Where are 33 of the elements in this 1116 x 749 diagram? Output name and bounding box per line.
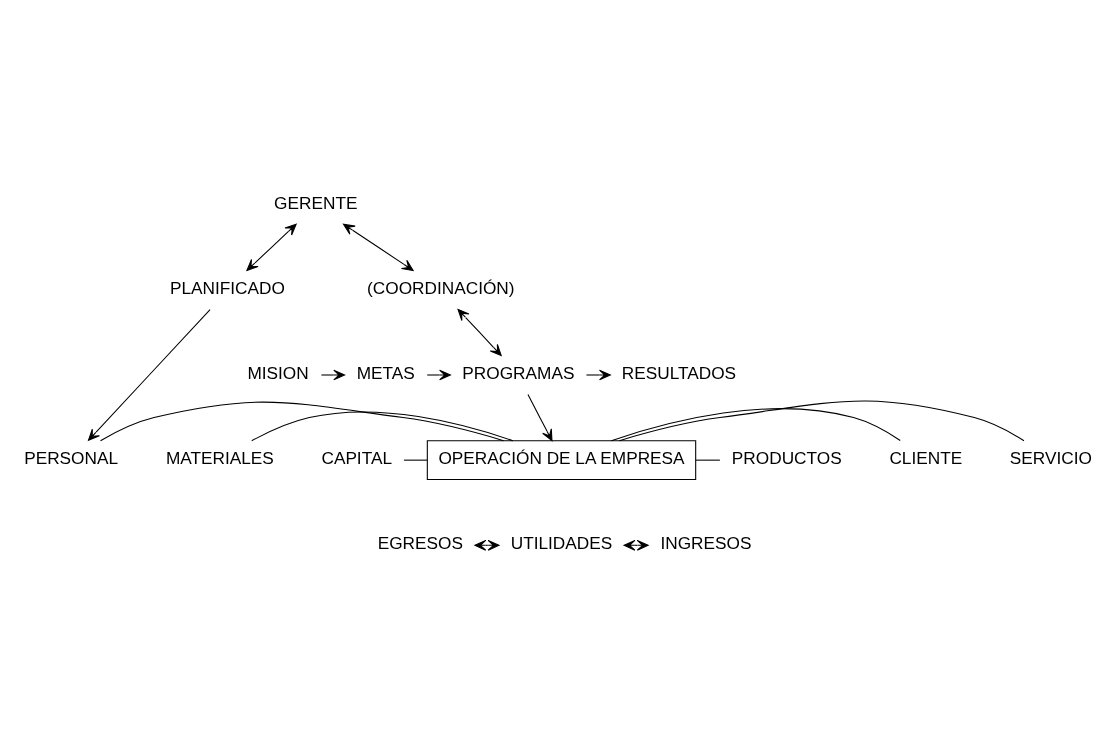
node-text: RESULTADOS — [621, 362, 737, 383]
arrow — [457, 308, 502, 356]
node-text: INGRESOS — [660, 532, 752, 553]
node-text: MATERIALES — [165, 447, 274, 468]
arrow — [585, 369, 611, 380]
node-text: EGRESOS — [377, 532, 463, 553]
node-box: OPERACIÓN DE LA EMPRESA — [426, 439, 697, 480]
connector — [618, 399, 1025, 441]
arrow — [623, 539, 649, 551]
node-text: PROGRAMAS — [462, 362, 575, 383]
arrow — [246, 223, 297, 271]
node-text: (COORDINACIÓN) — [367, 277, 515, 298]
node-text: PLANIFICADO — [169, 277, 285, 298]
node-text: UTILIDADES — [510, 532, 613, 553]
node-text: GERENTE — [274, 192, 358, 213]
node-text: PRODUCTOS — [731, 447, 842, 468]
connector — [99, 401, 505, 441]
connector — [403, 459, 428, 461]
connector — [251, 410, 514, 441]
node-text: CLIENTE — [889, 447, 963, 468]
connector — [610, 407, 901, 441]
arrow — [87, 308, 211, 441]
node-text: MISION — [247, 362, 309, 383]
arrow — [527, 393, 553, 441]
arrow — [320, 369, 346, 380]
arrow — [474, 539, 500, 551]
arrow — [342, 223, 414, 271]
node-text: METAS — [356, 362, 415, 383]
node-text: PERSONAL — [24, 447, 119, 468]
node-text: CAPITAL — [321, 447, 393, 468]
connector — [695, 459, 721, 461]
node-text: SERVICIO — [1009, 447, 1092, 468]
arrow — [426, 369, 451, 380]
